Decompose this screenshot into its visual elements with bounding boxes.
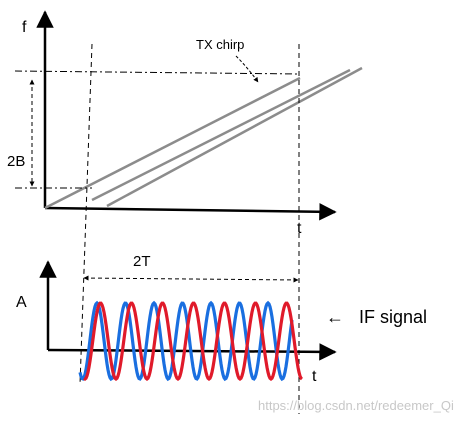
if-signal-arrow: ←: [326, 307, 344, 327]
chirp-plot: f t 2B TX chirp: [7, 10, 363, 237]
if-wave-red: [83, 301, 303, 382]
f-axis-label: f: [22, 19, 27, 36]
if-wave-blue: [78, 300, 294, 382]
t-axis-label-bottom: t: [312, 368, 317, 385]
duration-label: 2T: [133, 253, 151, 270]
tx-chirp-line: [44, 76, 301, 210]
if-signal-label: IF signal: [359, 307, 427, 327]
left-guide-line: [79, 43, 93, 385]
bandwidth-label: 2B: [7, 153, 25, 170]
watermark: https://blog.csdn.net/redeemer_Qi: [258, 398, 454, 413]
upper-ref-line: [14, 70, 301, 75]
tx-chirp-pointer: [235, 55, 259, 83]
tx-chirp-label: TX chirp: [196, 37, 244, 52]
if-plot: A t 2T ← IF signal: [16, 253, 427, 385]
t-axis-top: [44, 203, 337, 221]
rx-chirp-line-1: [91, 68, 351, 202]
a-axis-label: A: [16, 294, 27, 311]
duration-arrow: [83, 275, 299, 283]
rx-chirp-line-2: [106, 66, 363, 208]
